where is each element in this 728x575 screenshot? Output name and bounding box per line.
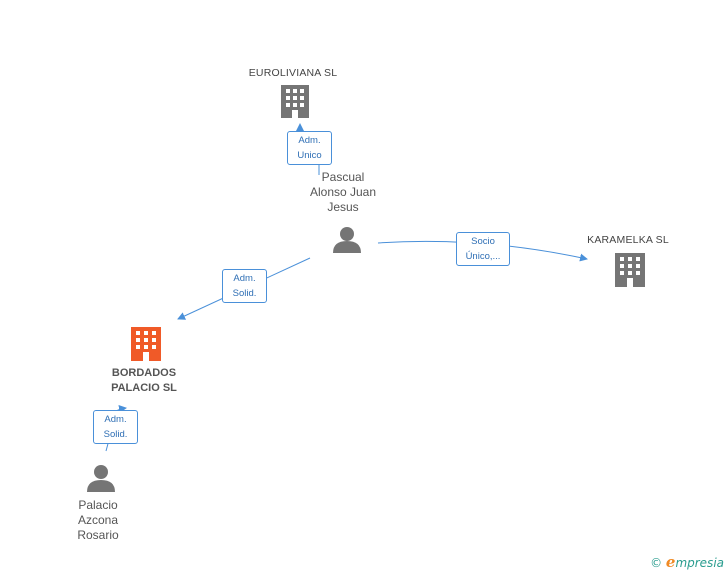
node-label-line: Jesus xyxy=(327,200,359,214)
brand-logo-initial: e xyxy=(665,553,676,571)
brand-footer: © empresia xyxy=(650,553,724,571)
node-label-line: BORDADOS xyxy=(111,367,177,379)
edge-label-line: Socio xyxy=(471,236,495,247)
node-label-bordados: BORDADOS PALACIO SL xyxy=(96,366,192,396)
building-icon xyxy=(131,327,161,361)
edge-label-line: Solid. xyxy=(103,429,128,440)
node-label-line: Alonso Juan xyxy=(309,185,377,199)
node-label-euroliviana: EUROLIVIANA SL xyxy=(248,67,338,79)
copyright-icon: © xyxy=(650,556,663,570)
edge-label-adm-unico[interactable]: Adm. Unico xyxy=(287,131,332,165)
edge-label-line: Adm. xyxy=(104,414,127,425)
node-label-line: Rosario xyxy=(77,528,119,542)
edge-label-line: Solid. xyxy=(232,288,257,299)
node-label-karamelka: KARAMELKA SL xyxy=(587,234,669,246)
edge-label-line: Único,... xyxy=(465,251,501,262)
edge-label-line: Unico xyxy=(297,150,322,161)
brand-logo-text: mpresia xyxy=(675,556,724,570)
building-icon xyxy=(615,253,645,287)
edge-label-adm-solid[interactable]: Adm. Solid. xyxy=(222,269,267,303)
node-label-line: PALACIO SL xyxy=(111,382,177,394)
node-label-line: Palacio xyxy=(78,498,118,512)
edge-label-socio-unico[interactable]: Socio Único,... xyxy=(456,232,510,266)
edge-label-line: Adm. xyxy=(233,273,256,284)
node-label-palacio: Palacio Azcona Rosario xyxy=(58,498,138,543)
node-label-pascual: Pascual Alonso Juan Jesus xyxy=(298,170,388,215)
node-label-line: Azcona xyxy=(77,513,119,527)
node-label-line: Pascual xyxy=(321,170,365,184)
building-icon xyxy=(281,85,309,118)
edge-label-adm-solid[interactable]: Adm. Solid. xyxy=(93,410,138,444)
person-icon xyxy=(87,465,115,492)
person-icon xyxy=(333,227,361,253)
edge-label-line: Adm. xyxy=(298,135,321,146)
